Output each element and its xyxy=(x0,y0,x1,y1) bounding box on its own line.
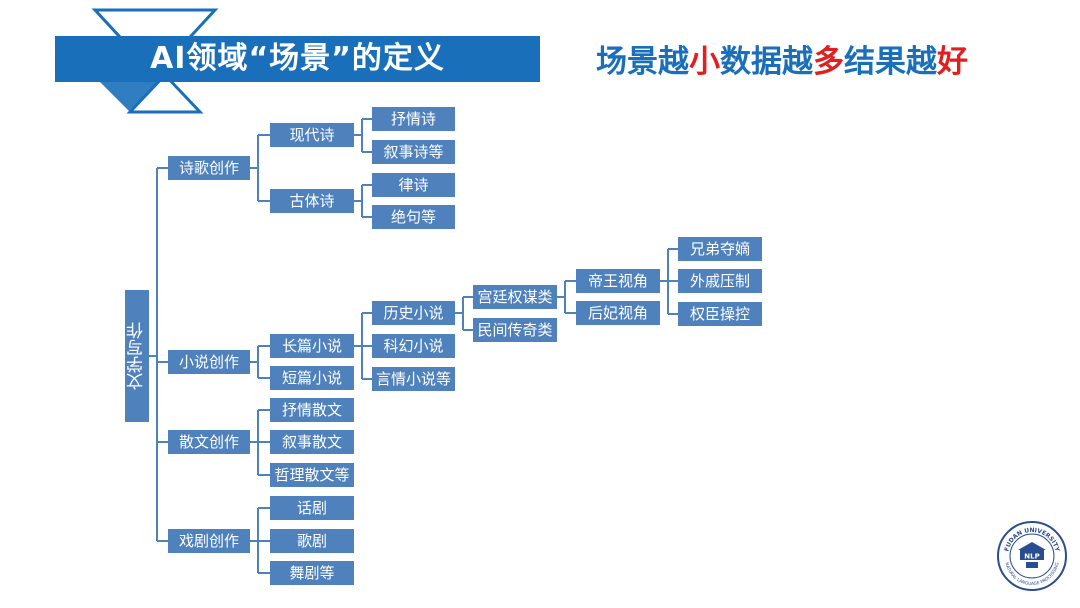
slogan-highlight: 多 xyxy=(813,44,844,80)
node-narrative-poem: 叙事诗等 xyxy=(372,140,455,164)
node-succession-struggle: 兄弟夺嫡 xyxy=(678,237,762,261)
fudan-nlp-logo: FUDAN UNIVERSITY NATURAL LANGUAGE PROCES… xyxy=(997,521,1067,591)
node-classical-poetry: 古体诗 xyxy=(270,189,354,213)
decor-triangle-filled xyxy=(100,75,165,112)
node-consort-view: 后妃视角 xyxy=(576,301,660,325)
node-dance-drama: 舞剧等 xyxy=(270,561,354,585)
building-icon xyxy=(1018,542,1046,568)
slogan-highlight: 好 xyxy=(937,44,968,80)
node-historical-novel: 历史小说 xyxy=(372,301,455,325)
node-short-novel: 短篇小说 xyxy=(270,366,354,390)
node-modern-poetry: 现代诗 xyxy=(270,123,354,147)
node-quatrain: 绝句等 xyxy=(372,205,455,229)
node-poetry: 诗歌创作 xyxy=(168,156,250,180)
node-play: 话剧 xyxy=(270,496,354,520)
slogan: 场景越小数据越多结果越好 xyxy=(596,40,1036,84)
logo-center-text: NLP xyxy=(1024,553,1039,561)
node-drama: 戏剧创作 xyxy=(168,529,250,553)
node-emperor-view: 帝王视角 xyxy=(576,269,660,293)
node-consort-clan: 外戚压制 xyxy=(678,269,762,293)
node-long-novel: 长篇小说 xyxy=(270,334,354,358)
node-prose: 散文创作 xyxy=(168,430,250,454)
tree-root: 文学写作 xyxy=(125,290,149,422)
node-minister-control: 权臣操控 xyxy=(678,302,762,326)
node-philosophical-prose: 哲理散文等 xyxy=(270,463,354,487)
slide-title: AI领域“场景”的定义 xyxy=(55,36,540,82)
node-folk-legend: 民间传奇类 xyxy=(473,318,557,342)
node-novel: 小说创作 xyxy=(168,350,250,374)
node-narrative-prose: 叙事散文 xyxy=(270,430,354,454)
slogan-part: 数据越 xyxy=(720,44,813,80)
slogan-part: 结果越 xyxy=(844,44,937,80)
node-regulated-verse: 律诗 xyxy=(372,173,455,197)
node-scifi-novel: 科幻小说 xyxy=(372,334,455,358)
node-romance-novel: 言情小说等 xyxy=(372,367,455,391)
node-palace-intrigue: 宫廷权谋类 xyxy=(473,285,557,309)
node-lyric-prose: 抒情散文 xyxy=(270,398,354,422)
slogan-highlight: 小 xyxy=(689,44,720,80)
node-lyric-poem: 抒情诗 xyxy=(372,107,455,131)
node-opera: 歌剧 xyxy=(270,529,354,553)
slogan-part: 场景越 xyxy=(596,44,689,80)
